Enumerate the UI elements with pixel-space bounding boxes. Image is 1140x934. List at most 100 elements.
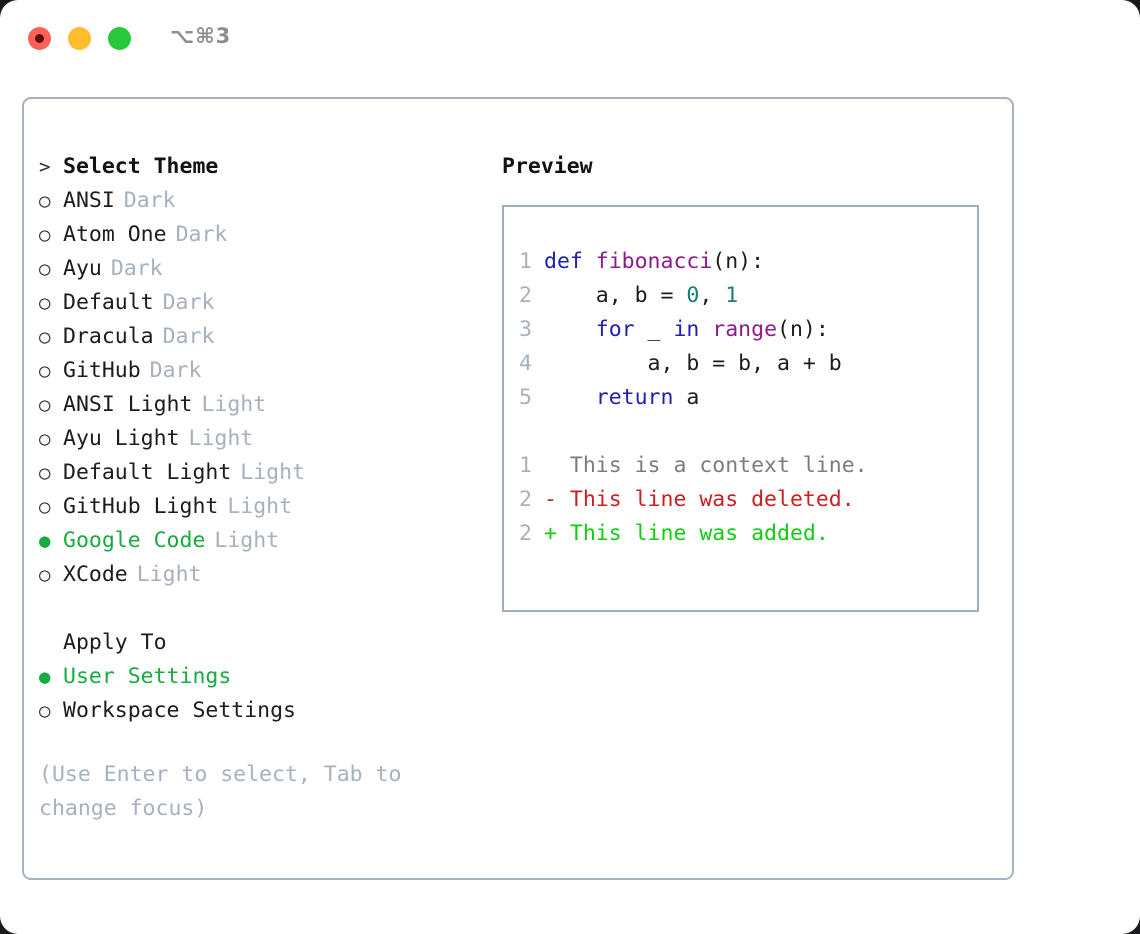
diff-line-text: This line was deleted.: [569, 487, 855, 512]
apply-to-label: Workspace Settings: [63, 698, 296, 723]
close-button[interactable]: [28, 27, 51, 50]
theme-variant-tag: Light: [214, 528, 280, 553]
code-token-kw: in: [673, 317, 700, 342]
theme-name-label: Google Code: [63, 528, 206, 553]
diff-marker: [544, 449, 570, 483]
theme-list-item[interactable]: ○ Dracula Dark: [39, 320, 469, 354]
maximize-button[interactable]: [108, 27, 131, 50]
apply-to-list-item[interactable]: ●User Settings: [39, 660, 469, 694]
code-line: 5 return a: [518, 381, 977, 415]
theme-name-label: Default Light: [63, 460, 232, 485]
radio-unselected-icon[interactable]: ○: [39, 700, 51, 722]
theme-name-label: GitHub: [63, 358, 141, 383]
theme-variant-tag: Light: [201, 392, 267, 417]
radio-unselected-icon[interactable]: ○: [39, 224, 51, 246]
code-line-number: 5: [519, 385, 532, 410]
code-token-kw: return: [544, 385, 674, 410]
radio-unselected-icon[interactable]: ○: [39, 428, 51, 450]
theme-name-label: Dracula: [63, 324, 154, 349]
theme-name-label: ANSI Light: [63, 392, 193, 417]
theme-list-item[interactable]: ○ Ayu Light Light: [39, 422, 469, 456]
radio-unselected-icon[interactable]: ○: [39, 394, 51, 416]
code-line: 2 a, b = 0, 1: [518, 279, 977, 313]
radio-unselected-icon[interactable]: ○: [39, 564, 51, 586]
diff-line-text: This is a context line.: [569, 453, 868, 478]
code-token-pl: ,: [699, 283, 726, 308]
code-token-kw: for: [544, 317, 635, 342]
minimize-button[interactable]: [68, 27, 91, 50]
code-token-pl: a: [673, 385, 700, 410]
diff-marker: -: [544, 487, 570, 512]
theme-list-item[interactable]: ○ Ayu Dark: [39, 252, 469, 286]
diff-line: 2+ This line was added.: [518, 517, 977, 551]
radio-unselected-icon[interactable]: ○: [39, 292, 51, 314]
select-theme-heading: >Select Theme: [39, 150, 469, 184]
theme-variant-tag: Light: [136, 562, 202, 587]
diff-line-number: 2: [519, 487, 532, 512]
code-token-pl: a, b =: [544, 283, 687, 308]
theme-list-item[interactable]: ○ Atom One Dark: [39, 218, 469, 252]
apply-to-heading: ·Apply To: [39, 626, 469, 660]
code-line-text: for _ in range(n):: [544, 313, 829, 347]
theme-variant-tag: Dark: [162, 324, 215, 349]
code-token-pl: (n):: [777, 317, 829, 342]
theme-variant-tag: Light: [240, 460, 306, 485]
radio-unselected-icon[interactable]: ○: [39, 326, 51, 348]
code-line-text: a, b = 0, 1: [544, 279, 738, 313]
theme-name-label: Default: [63, 290, 154, 315]
code-token-kw: def: [544, 249, 596, 274]
theme-list-item[interactable]: ○ XCode Light: [39, 558, 469, 592]
title-bar: ⌥⌘3: [0, 0, 1140, 78]
apply-to-list: ●User Settings ○ Workspace Settings: [39, 660, 469, 728]
theme-list-item[interactable]: ○ Default Dark: [39, 286, 469, 320]
code-token-num: 1: [725, 283, 739, 308]
code-token-pl: (n):: [712, 249, 765, 274]
theme-name-label: XCode: [63, 562, 128, 587]
theme-variant-tag: Light: [188, 426, 254, 451]
theme-list-item[interactable]: ○ Default Light Light: [39, 456, 469, 490]
radio-unselected-icon[interactable]: ○: [39, 496, 51, 518]
theme-list-item[interactable]: ● Google Code Light: [39, 524, 469, 558]
theme-list-item[interactable]: ○ ANSI Dark: [39, 184, 469, 218]
radio-selected-icon[interactable]: ●: [39, 666, 51, 688]
theme-name-label: Atom One: [63, 222, 167, 247]
diff-line-number: 1: [519, 453, 532, 478]
diff-marker: +: [544, 521, 570, 546]
radio-unselected-icon[interactable]: ○: [39, 462, 51, 484]
theme-variant-tag: Dark: [149, 358, 202, 383]
code-line-text: return a: [544, 381, 700, 415]
theme-name-label: ANSI: [63, 188, 115, 213]
preview-title: Preview: [502, 154, 593, 179]
apply-to-heading-label: Apply To: [63, 630, 167, 655]
diff-line: 2- This line was deleted.: [518, 483, 977, 517]
code-line-number: 1: [519, 249, 532, 274]
theme-name-label: GitHub Light: [63, 494, 219, 519]
theme-variant-tag: Dark: [110, 256, 163, 281]
code-line-text: def fibonacci(n):: [544, 245, 764, 279]
theme-list-item[interactable]: ○ ANSI Light Light: [39, 388, 469, 422]
code-line: 1 def fibonacci(n):: [518, 245, 977, 279]
theme-name-label: Ayu Light: [63, 426, 180, 451]
code-token-pl: [699, 317, 712, 342]
code-token-fn: range: [712, 317, 778, 342]
radio-selected-icon[interactable]: ●: [39, 530, 51, 552]
apply-to-heading-spacer: ·: [39, 626, 63, 660]
radio-unselected-icon[interactable]: ○: [39, 360, 51, 382]
theme-list-item[interactable]: ○ GitHub Dark: [39, 354, 469, 388]
apply-to-list-item[interactable]: ○ Workspace Settings: [39, 694, 469, 728]
radio-unselected-icon[interactable]: ○: [39, 258, 51, 280]
code-line-number: 2: [519, 283, 532, 308]
diff-line-number: 2: [519, 521, 532, 546]
theme-variant-tag: Dark: [162, 290, 215, 315]
radio-unselected-icon[interactable]: ○: [39, 190, 51, 212]
theme-variant-tag: Dark: [175, 222, 228, 247]
theme-name-label: Ayu: [63, 256, 102, 281]
theme-variant-tag: Dark: [123, 188, 176, 213]
code-line-text: a, b = b, a + b: [544, 347, 842, 381]
